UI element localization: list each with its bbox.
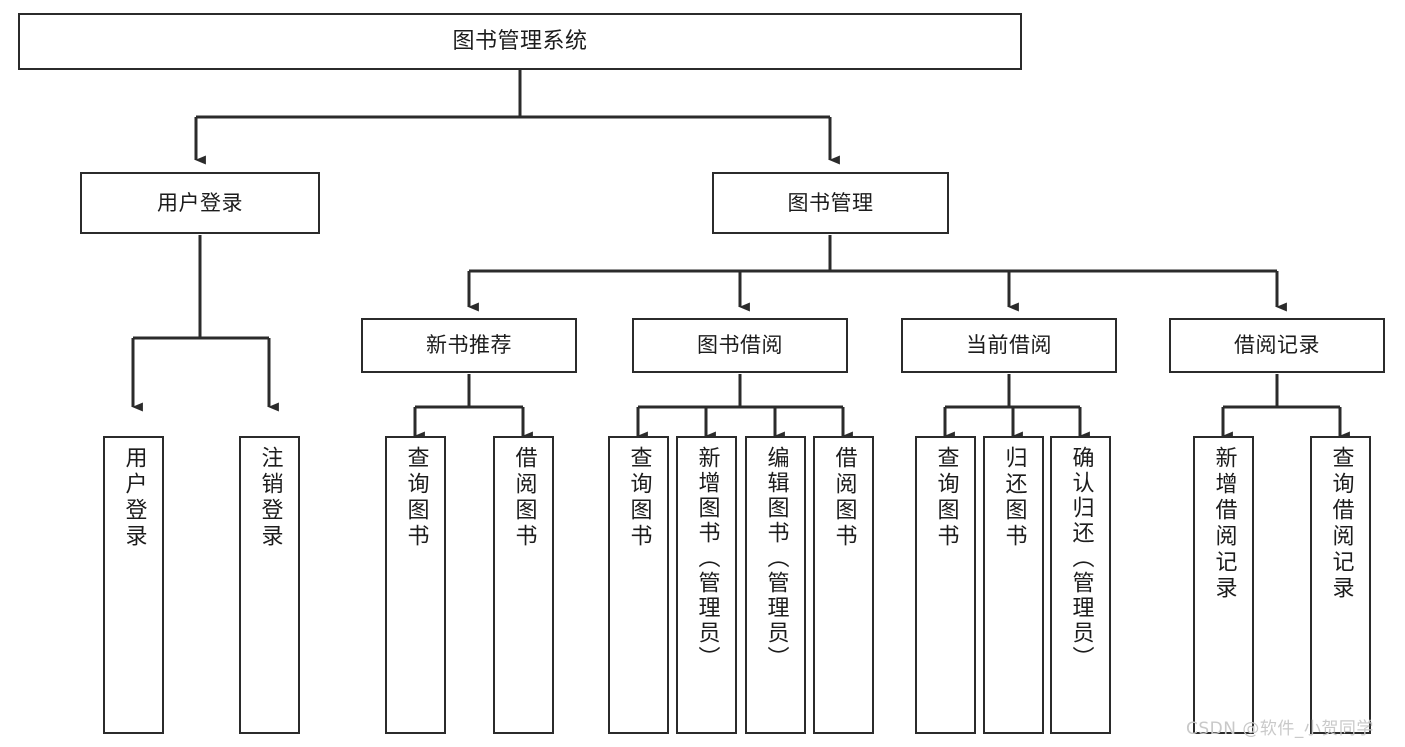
- node-label: 新书推荐: [426, 333, 512, 358]
- node-book-management[interactable]: 图书管理: [712, 172, 949, 234]
- node-label: 当前借阅: [966, 333, 1052, 358]
- leaf-user-login-logout[interactable]: 注销登录: [239, 436, 300, 734]
- node-label: 查询借阅记录: [1328, 446, 1354, 602]
- node-label: 用户登录: [157, 190, 243, 215]
- node-label: 归还图书: [1001, 446, 1027, 550]
- leaf-borrow-edit-book-admin[interactable]: 编辑图书（管理员）: [745, 436, 806, 734]
- node-label: 图书管理: [787, 190, 874, 215]
- node-label: 查询图书: [626, 446, 652, 550]
- leaf-current-return-book[interactable]: 归还图书: [983, 436, 1044, 734]
- node-label: 查询图书: [933, 446, 959, 550]
- leaf-recommend-query-book[interactable]: 查询图书: [385, 436, 446, 734]
- node-label: 借阅图书: [511, 446, 537, 550]
- node-root-system[interactable]: 图书管理系统: [18, 13, 1022, 70]
- leaf-recommend-borrow-book[interactable]: 借阅图书: [493, 436, 554, 734]
- node-label: 借阅图书: [831, 446, 857, 550]
- node-label: 新增图书（管理员）: [694, 446, 720, 671]
- node-book-borrow[interactable]: 图书借阅: [632, 318, 848, 373]
- node-label: 查询图书: [403, 446, 429, 550]
- node-borrow-record[interactable]: 借阅记录: [1169, 318, 1385, 373]
- node-current-borrow[interactable]: 当前借阅: [901, 318, 1117, 373]
- leaf-record-query-record[interactable]: 查询借阅记录: [1310, 436, 1371, 734]
- node-label: 图书管理系统: [452, 28, 588, 54]
- node-label: 新增借阅记录: [1211, 446, 1237, 602]
- leaf-record-add-record[interactable]: 新增借阅记录: [1193, 436, 1254, 734]
- leaf-user-login-login[interactable]: 用户登录: [103, 436, 164, 734]
- node-user-login[interactable]: 用户登录: [80, 172, 320, 234]
- leaf-current-query-book[interactable]: 查询图书: [915, 436, 976, 734]
- node-label: 用户登录: [121, 446, 147, 550]
- leaf-borrow-add-book-admin[interactable]: 新增图书（管理员）: [676, 436, 737, 734]
- leaf-borrow-borrow-book[interactable]: 借阅图书: [813, 436, 874, 734]
- node-label: 图书借阅: [697, 333, 783, 358]
- node-label: 借阅记录: [1234, 333, 1320, 358]
- node-label: 注销登录: [257, 446, 283, 550]
- node-label: 编辑图书（管理员）: [763, 446, 789, 671]
- node-new-book-recommend[interactable]: 新书推荐: [361, 318, 577, 373]
- leaf-current-confirm-return-admin[interactable]: 确认归还（管理员）: [1050, 436, 1111, 734]
- node-label: 确认归还（管理员）: [1068, 446, 1094, 671]
- leaf-borrow-query-book[interactable]: 查询图书: [608, 436, 669, 734]
